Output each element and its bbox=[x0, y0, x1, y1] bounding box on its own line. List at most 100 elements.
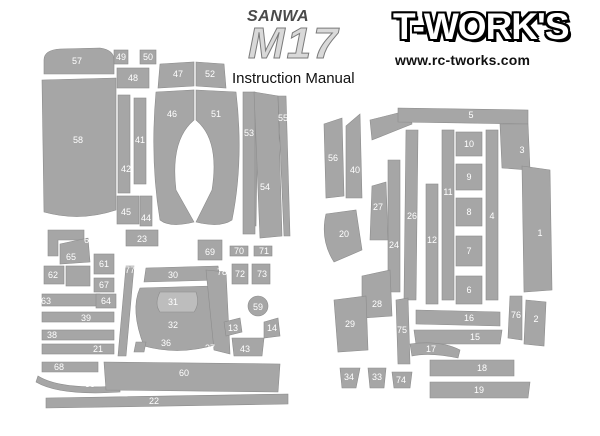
part-label: 5 bbox=[468, 110, 473, 120]
part-label: 39 bbox=[81, 313, 91, 323]
part-49-shape bbox=[113, 49, 129, 65]
part-62b-shape bbox=[65, 265, 91, 287]
part-22-shape bbox=[45, 393, 289, 409]
part-label: 12 bbox=[427, 235, 437, 245]
part-40-shape bbox=[345, 113, 363, 199]
part-label: 45 bbox=[121, 207, 131, 217]
part-label: 71 bbox=[259, 246, 269, 256]
part-label: 53 bbox=[244, 128, 254, 138]
part-23-shape bbox=[125, 229, 159, 247]
part-label: 21 bbox=[93, 344, 103, 354]
part-29-shape bbox=[333, 295, 369, 353]
part-18-shape bbox=[429, 359, 515, 377]
part-label: 17 bbox=[426, 344, 436, 354]
part-13-shape bbox=[223, 317, 243, 337]
part-24-shape bbox=[387, 159, 401, 293]
part-labels: 57 58 49 50 48 47 52 46 51 41 42 45 44 5… bbox=[41, 52, 543, 406]
part-label: 24 bbox=[389, 240, 399, 250]
part-68-shape bbox=[41, 361, 99, 373]
part-4-shape bbox=[485, 129, 499, 301]
part-3-shape bbox=[499, 123, 531, 171]
part-54-shape bbox=[253, 91, 283, 239]
part-label: 3 bbox=[519, 145, 524, 155]
part-label: 57 bbox=[72, 56, 82, 66]
part-label: 37 bbox=[205, 343, 215, 353]
part-label: 74 bbox=[396, 375, 406, 385]
part-label: 29 bbox=[345, 319, 355, 329]
part-48-shape bbox=[116, 67, 150, 89]
part-75-shape bbox=[395, 297, 411, 365]
part-label: 52 bbox=[205, 69, 215, 79]
part-label: 15 bbox=[470, 332, 480, 342]
part-label: 50 bbox=[143, 52, 153, 62]
part-65-shape bbox=[59, 237, 91, 265]
part-label: 18 bbox=[477, 363, 487, 373]
part-label: 32 bbox=[168, 320, 178, 330]
part-label: 44 bbox=[141, 213, 151, 223]
part-1-shape bbox=[521, 165, 553, 293]
part-label: 58 bbox=[73, 135, 83, 145]
part-76-shape bbox=[507, 295, 523, 341]
part-label: 75 bbox=[397, 325, 407, 335]
part-label: 72 bbox=[235, 269, 245, 279]
part-label: 26 bbox=[407, 211, 417, 221]
part-62-shape bbox=[43, 265, 65, 285]
part-label: 67 bbox=[99, 280, 109, 290]
part-label: 51 bbox=[211, 109, 221, 119]
part-2-shape bbox=[523, 299, 547, 347]
part-47-shape bbox=[157, 61, 195, 89]
part-9-shape bbox=[455, 163, 483, 191]
part-44-shape bbox=[139, 195, 153, 227]
part-label: 23 bbox=[137, 234, 147, 244]
part-39-shape bbox=[41, 311, 115, 323]
part-label: 31 bbox=[168, 297, 178, 307]
part-label: 56 bbox=[328, 153, 338, 163]
part-41-shape bbox=[133, 97, 147, 185]
website-url: www.rc-tworks.com bbox=[395, 52, 531, 68]
part-label: 62 bbox=[48, 270, 58, 280]
part-label: 43 bbox=[240, 344, 250, 354]
part-5-shape bbox=[397, 107, 529, 125]
part-14-shape bbox=[263, 317, 281, 339]
part-label: 41 bbox=[135, 135, 145, 145]
model-name: M17 bbox=[248, 19, 340, 68]
part-6-shape bbox=[455, 275, 483, 305]
part-label: 65 bbox=[66, 252, 76, 262]
part-45-shape bbox=[116, 195, 140, 225]
part-27-shape bbox=[369, 181, 389, 241]
part-71-shape bbox=[253, 245, 273, 257]
part-label: 13 bbox=[228, 323, 238, 333]
part-label: 78 bbox=[217, 267, 227, 277]
part-8-shape bbox=[455, 197, 483, 227]
part-53-shape bbox=[242, 91, 256, 235]
part-34-shape bbox=[339, 367, 361, 389]
part-67-shape bbox=[93, 277, 115, 293]
part-64-shape bbox=[95, 293, 117, 309]
part-label: 27 bbox=[373, 202, 383, 212]
part-label: 70 bbox=[234, 246, 244, 256]
part-19-shape bbox=[429, 381, 531, 399]
part-label: 66 bbox=[84, 235, 94, 245]
part-72-shape bbox=[231, 263, 249, 285]
part-label: 33 bbox=[372, 372, 382, 382]
part-73-shape bbox=[251, 263, 271, 285]
part-70-shape bbox=[229, 245, 249, 257]
part-label: 36 bbox=[161, 338, 171, 348]
part-label: 35 bbox=[85, 379, 95, 389]
part-label: 40 bbox=[350, 165, 360, 175]
part-label: 42 bbox=[121, 164, 131, 174]
part-59-shape bbox=[247, 295, 269, 317]
part-31-shape bbox=[156, 291, 198, 313]
part-label: 46 bbox=[167, 109, 177, 119]
part-label: 6 bbox=[466, 285, 471, 295]
part-35-shape bbox=[35, 375, 121, 394]
part-16-shape bbox=[415, 309, 501, 327]
part-7-shape bbox=[455, 235, 483, 267]
part-label: 1 bbox=[537, 228, 542, 238]
part-label: 54 bbox=[260, 182, 270, 192]
part-33-shape bbox=[367, 367, 387, 389]
part-12-shape bbox=[425, 183, 439, 305]
part-46-shape bbox=[153, 89, 195, 225]
part-label: 10 bbox=[464, 139, 474, 149]
